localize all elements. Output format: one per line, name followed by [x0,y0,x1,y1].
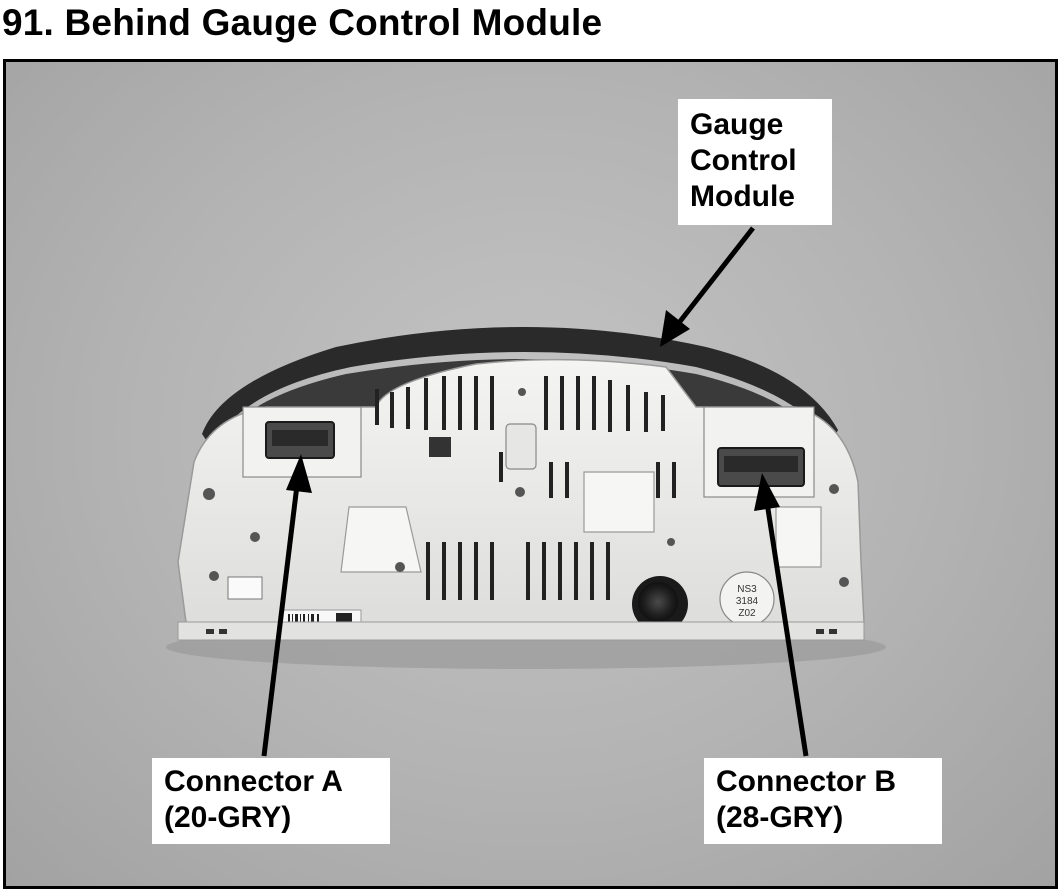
vent-slots-upper-left [375,376,494,430]
cluster-bezel [202,327,838,447]
callout-gcm-line-1: Gauge [690,108,784,141]
callout-gauge-control-module: Gauge Control Module [678,99,832,225]
callout-gcm-line-3: Module [690,180,795,213]
callout-gcm-line-2: Control [690,144,797,177]
callout-a-line-1: Connector A [164,765,343,798]
component-photo: NS3 3184 Z02 [3,59,1058,889]
gauge-cluster-illustration: NS3 3184 Z02 [166,226,886,757]
callout-a-line-2: (20-GRY) [164,801,292,834]
callout-connector-b: Connector B (28-GRY) [704,758,942,844]
callout-arrows [261,226,809,757]
callout-b-line-1: Connector B [716,765,896,798]
stamp-line-1: NS3 [737,584,757,595]
arrow-connector-b [763,495,809,757]
stamp-line-3: Z02 [738,608,756,619]
arrow-gauge-control-module [676,226,755,326]
arrowhead-connector-b [754,473,780,511]
arrowhead-connector-a [286,454,312,493]
vent-slots-upper-right [544,376,665,432]
arrowhead-gauge-control-module [660,310,690,347]
arrow-connector-a [261,476,301,757]
callout-connector-a: Connector A (20-GRY) [152,758,390,844]
callout-b-line-2: (28-GRY) [716,801,844,834]
vent-slots-lower [426,542,610,600]
page-title: 91. Behind Gauge Control Module [2,2,603,43]
stamp-line-2: 3184 [736,596,759,607]
